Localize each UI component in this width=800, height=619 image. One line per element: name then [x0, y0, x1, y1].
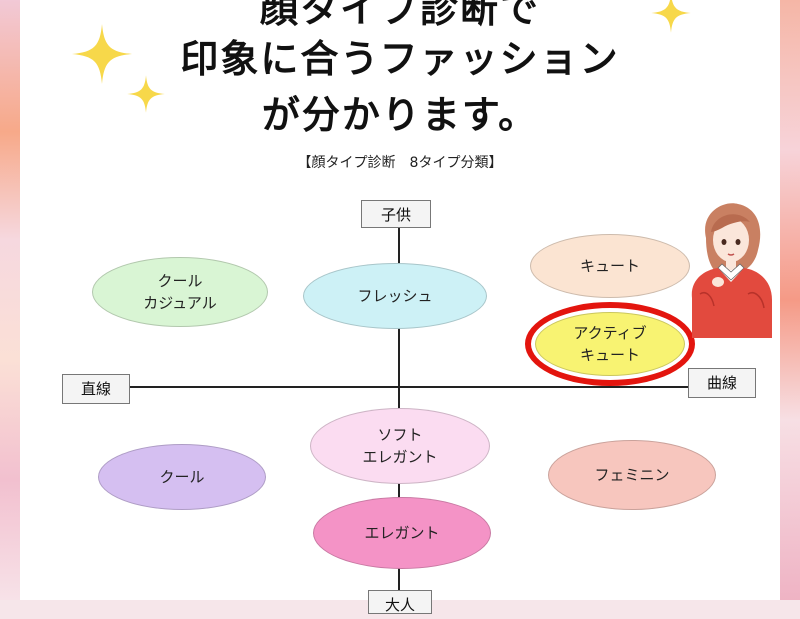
type-soft-elegant-line1: ソフト: [377, 426, 423, 444]
axis-label-right: 曲線: [688, 368, 756, 398]
sparkle-icon: [127, 75, 165, 113]
type-cool-casual: クール カジュアル: [92, 257, 268, 327]
headline-line-1: 印象に合うファッション: [180, 37, 620, 81]
axis-label-bottom: 大人: [368, 590, 432, 614]
type-cool-casual-line1: クール: [157, 272, 203, 290]
type-fresh: フレッシュ: [303, 263, 487, 329]
axis-label-top: 子供: [361, 200, 431, 228]
left-background-strip: [0, 0, 20, 600]
type-fresh-label: フレッシュ: [357, 287, 433, 305]
sparkle-icon: [72, 24, 132, 84]
type-cute: キュート: [530, 234, 690, 298]
type-feminine: フェミニン: [548, 440, 716, 510]
type-cool: クール: [98, 444, 266, 510]
horizontal-axis: [128, 386, 690, 388]
type-feminine-label: フェミニン: [594, 466, 670, 484]
right-background-strip: [780, 0, 800, 600]
headline-line-2: が分かります。: [261, 93, 539, 137]
type-cute-label: キュート: [579, 257, 640, 275]
type-elegant-label: エレガント: [364, 524, 440, 542]
type-cool-label: クール: [159, 468, 205, 486]
highlight-ring: [525, 302, 695, 386]
type-soft-elegant: ソフト エレガント: [310, 408, 490, 484]
diagram-subtitle: 【顔タイプ診断 8タイプ分類】: [297, 155, 503, 171]
type-cool-casual-line2: カジュアル: [143, 294, 217, 312]
woman-illustration-icon: [691, 203, 772, 338]
axis-label-left: 直線: [62, 374, 130, 404]
headline-line-0: 顔タイプ診断で: [259, 0, 540, 31]
sparkle-icon: [651, 0, 691, 33]
type-elegant: エレガント: [313, 497, 491, 569]
type-soft-elegant-line2: エレガント: [362, 448, 438, 466]
